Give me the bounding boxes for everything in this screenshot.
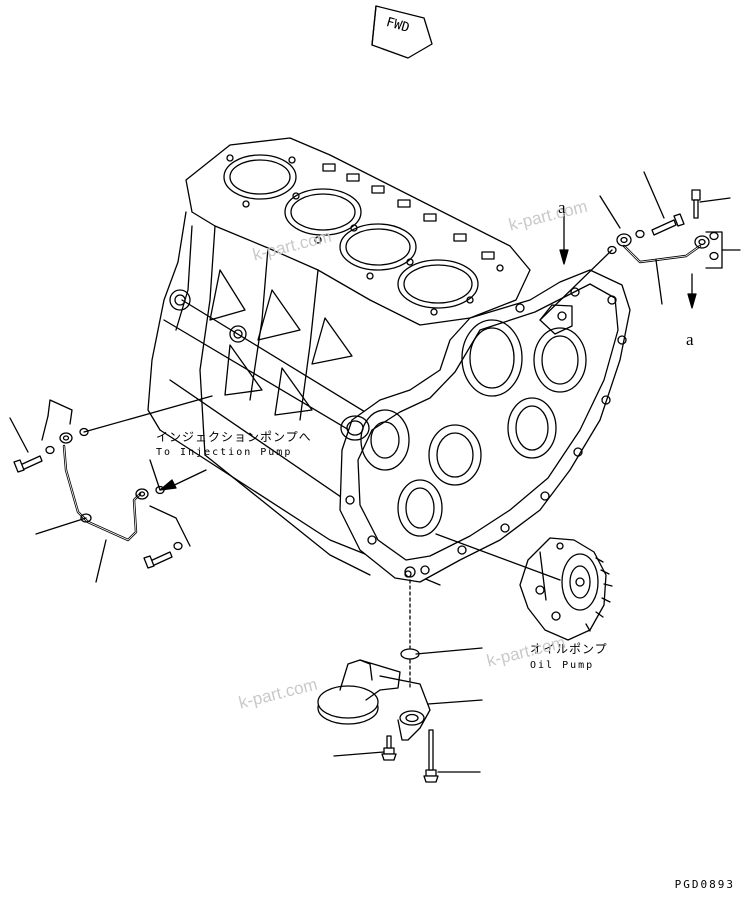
injection-pump-oil-pipe (10, 396, 212, 582)
oil-strainer (318, 534, 560, 782)
bolt-icon (692, 190, 700, 218)
gear-case (340, 270, 630, 582)
bolt-icon (424, 730, 438, 782)
injection-pump-label-jp: インジェクションポンプへ (156, 430, 312, 444)
bolt-icon (652, 214, 684, 235)
oil-pump-label-jp: オイルポンプ (530, 642, 608, 656)
drawing-code: PGD0893 (674, 878, 735, 891)
ref-a-right: a (686, 330, 694, 349)
pipe-a-assembly (540, 172, 740, 320)
ref-a-top: a (558, 198, 566, 217)
oil-pump-label-en: Oil Pump (530, 660, 595, 671)
bolt-icon (144, 552, 172, 568)
fwd-arrow-icon (372, 6, 432, 58)
oil-pump (520, 538, 612, 640)
injection-pump-label-en: To Injection Pump (156, 447, 293, 458)
bolt-icon (382, 736, 396, 760)
bolt-icon (14, 456, 42, 472)
